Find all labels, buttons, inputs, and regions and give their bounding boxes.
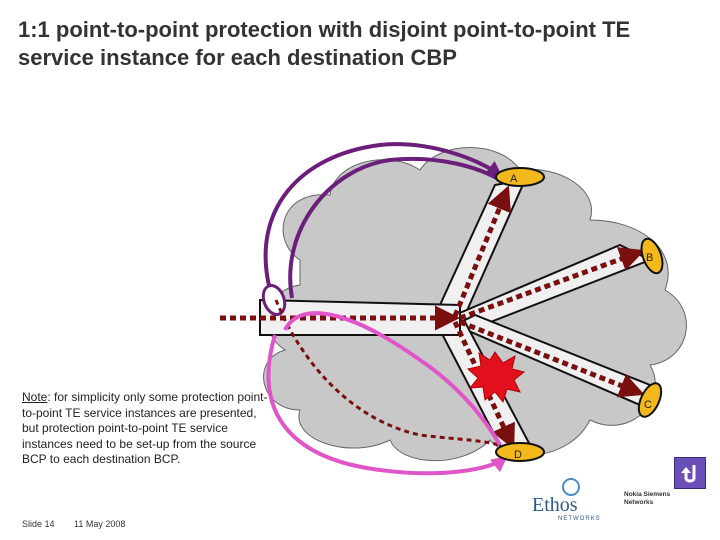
protection-path-purple <box>263 142 503 299</box>
ethos-logo-word: Ethos <box>532 494 578 516</box>
red-burst-icon <box>466 351 526 404</box>
node-d-label: D <box>514 449 522 461</box>
slide-title: 1:1 point-to-point protection with disjo… <box>18 17 631 70</box>
working-path-to-a <box>452 185 511 317</box>
slide-date: 11 May 2008 <box>74 519 126 529</box>
note-lead: Note <box>22 390 48 404</box>
ethos-networks-logo: Ethos NETWORKS <box>528 478 601 526</box>
node-b-label: B <box>646 252 653 264</box>
return-arrow-icon <box>681 465 696 483</box>
working-path-to-d <box>452 320 515 450</box>
simplicity-note: Note: for simplicity only some protectio… <box>22 390 272 468</box>
working-path-to-c <box>459 319 645 398</box>
working-paths <box>220 185 645 450</box>
nokia-siemens-networks-logo: Nokia Siemens Networks <box>624 491 671 506</box>
ethos-circle-icon <box>562 478 580 496</box>
network-cloud <box>263 147 687 462</box>
node-a: A <box>495 167 545 187</box>
protection-path-pink <box>266 311 508 476</box>
ethos-logo-sub: NETWORKS <box>558 516 601 522</box>
slide-number: Slide 14 <box>22 519 55 529</box>
purple-entry-ellipse <box>261 283 287 317</box>
return-button[interactable] <box>674 457 706 489</box>
working-path-to-b <box>459 247 645 321</box>
note-text: : for simplicity only some protection po… <box>22 390 268 466</box>
protection-dashed-lower <box>274 299 509 450</box>
node-a-label: A <box>510 173 518 185</box>
node-c-label: C <box>644 399 652 411</box>
node-c: C <box>637 382 663 418</box>
node-d: D <box>495 442 545 462</box>
node-b: B <box>640 237 664 275</box>
